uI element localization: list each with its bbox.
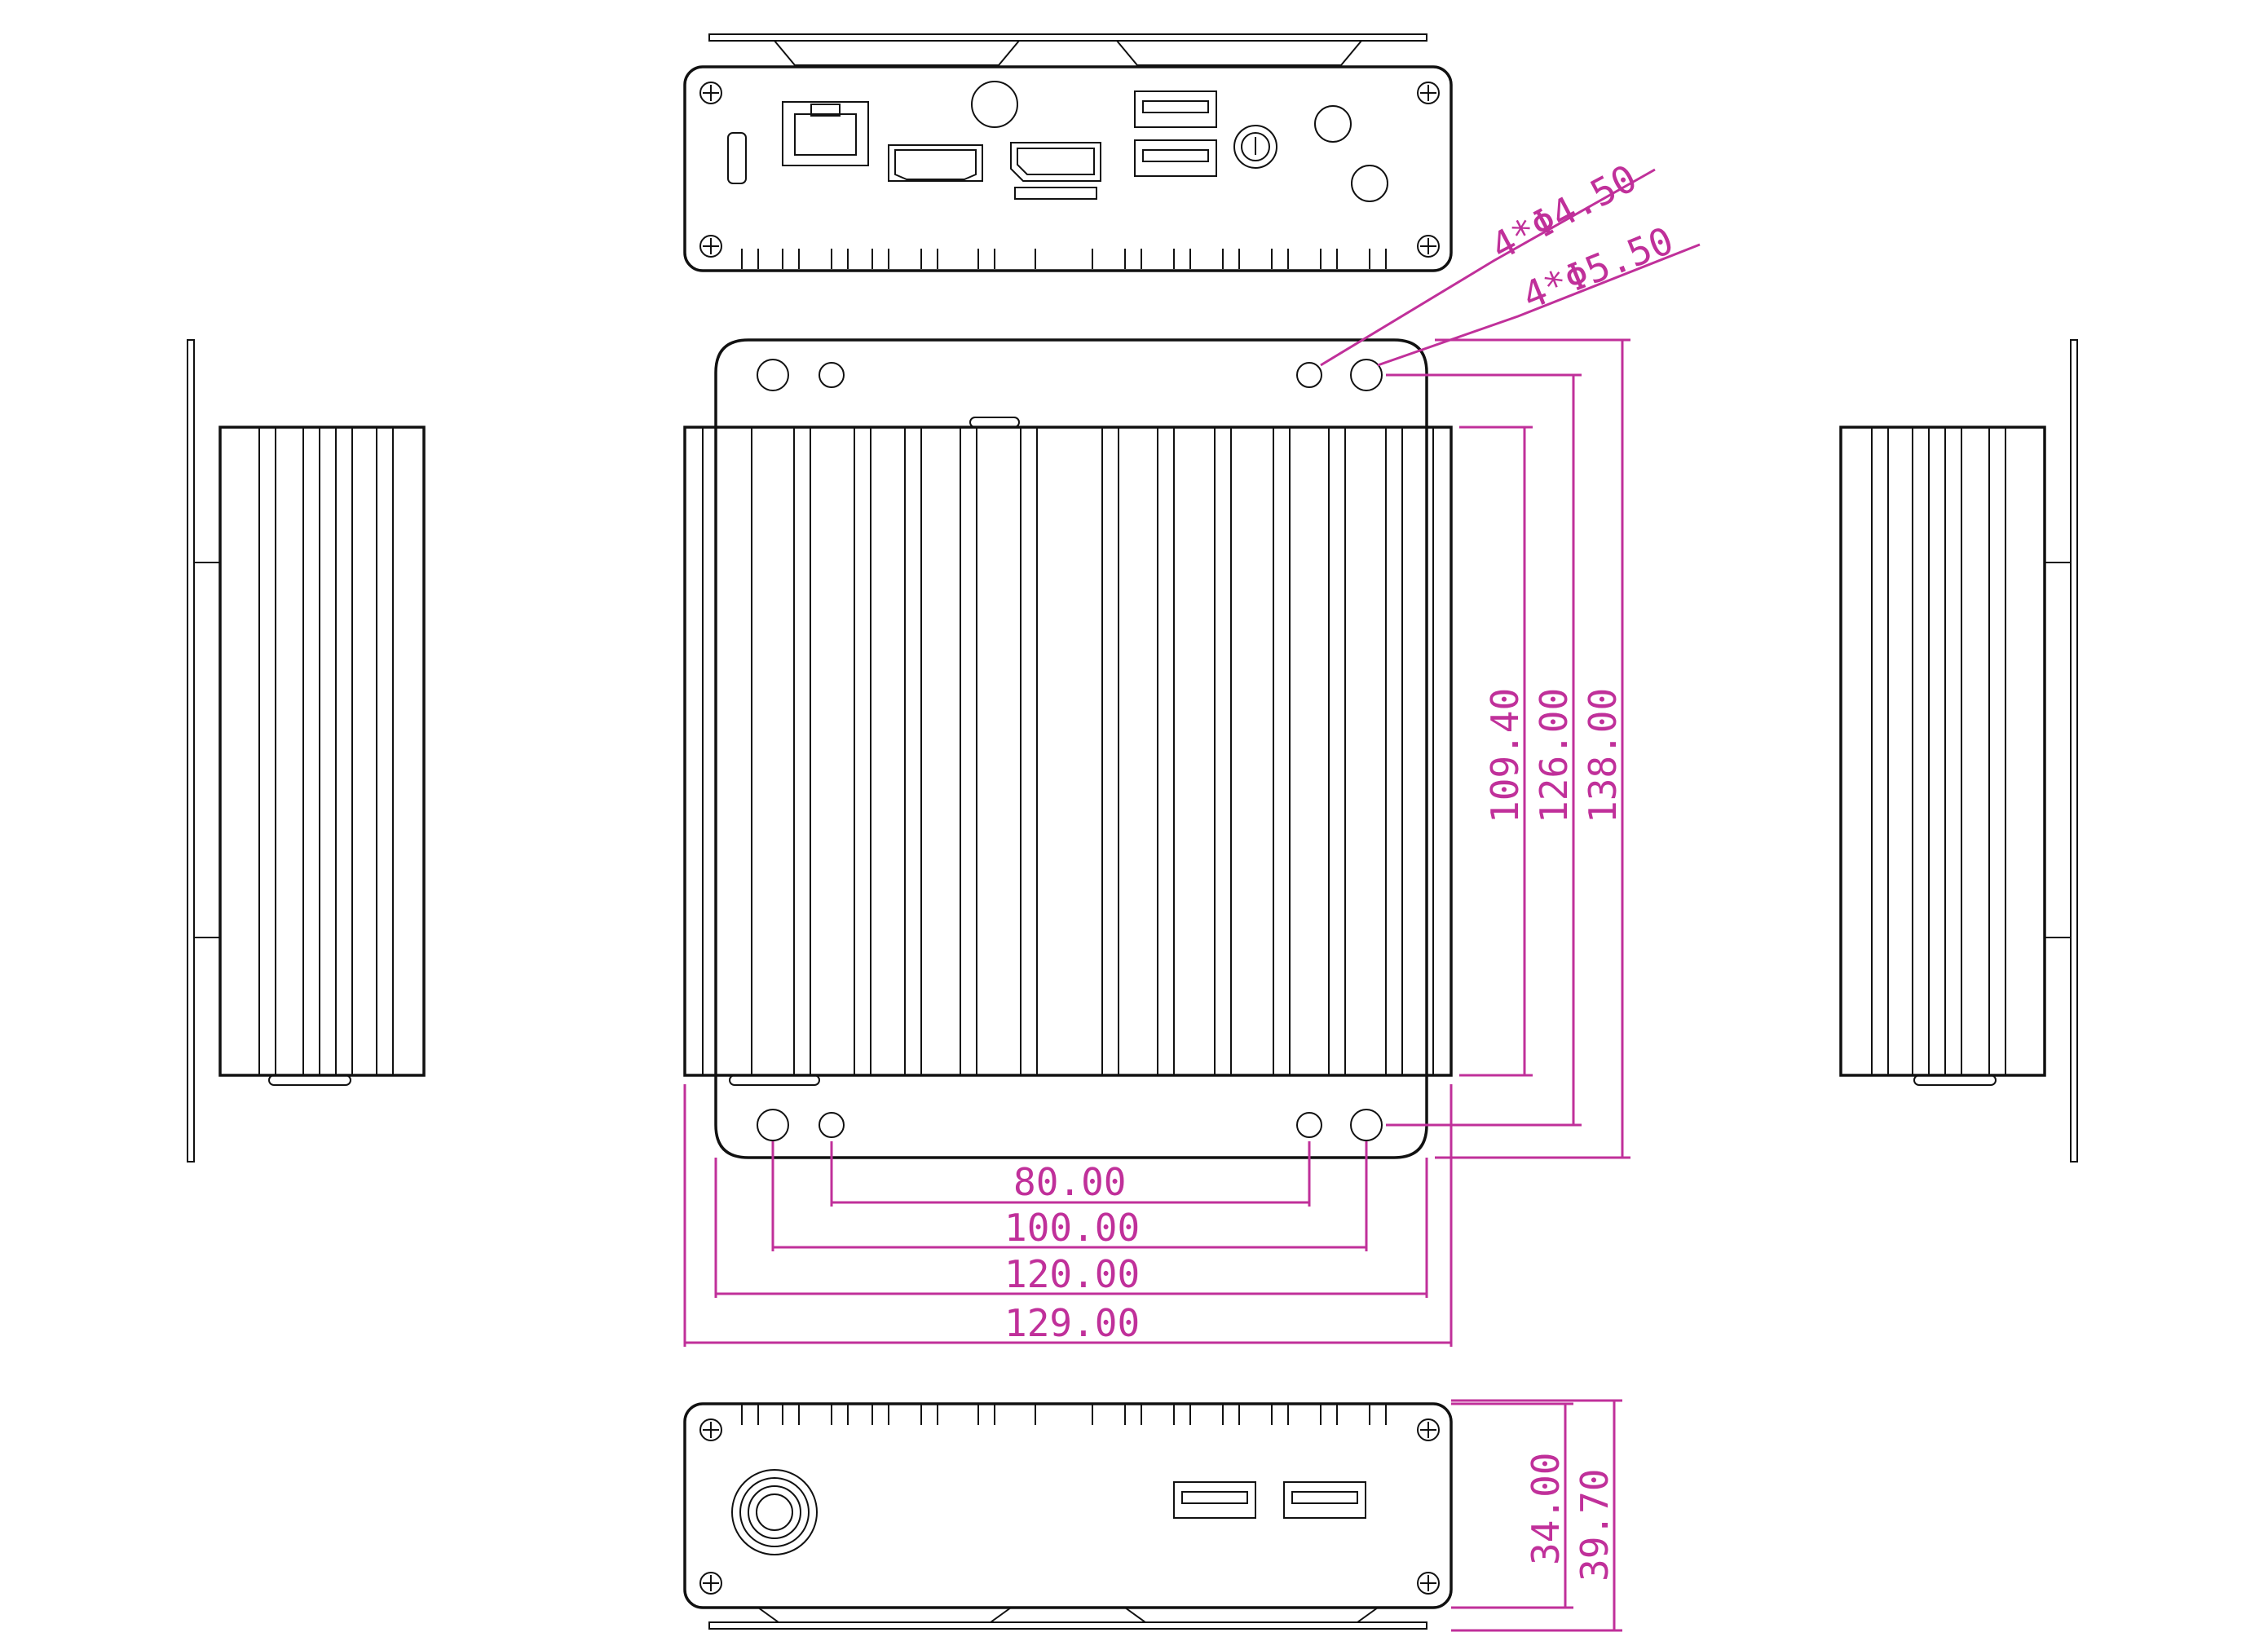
hdmi-port-icon [888,144,983,182]
rear-panel-outline [683,1402,1453,1609]
dim-width-plate: 120.00 [1004,1252,1140,1296]
antenna-hole-icon [1351,165,1388,202]
dim-height-total: 138.00 [1581,688,1625,823]
dc-power-jack-icon [731,1469,818,1555]
screw-icon [699,82,1440,258]
front-io-view [683,33,1453,272]
led-indicator-icon [971,81,1018,128]
sd-card-slot-icon [1014,187,1097,200]
dim-height-fins: 109.40 [1483,688,1527,823]
dim-depth-body: 34.00 [1524,1453,1568,1565]
fin-profile [741,249,1387,269]
front-panel-outline [683,65,1453,272]
power-button-icon [1233,125,1277,169]
usb-c-port-icon [727,132,747,184]
ethernet-port-icon [782,101,869,166]
screw-icon [699,1418,1440,1595]
dim-depth-total: 39.70 [1573,1469,1617,1582]
plan-view [683,338,1453,1159]
mounting-hole-icon [757,359,1383,1141]
rear-panel-view [683,1402,1453,1630]
dim-width-holes-inner: 80.00 [1013,1160,1126,1204]
enclosure-outline [683,426,1453,1077]
displayport-icon [1010,142,1101,182]
right-side-view [1839,339,2078,1162]
dimension-lines: 4*Φ4.50 4*Φ5.50 109.40 126.00 138.00 80.… [683,156,1701,1632]
dim-width-total: 129.00 [1004,1301,1140,1345]
left-side-view [187,339,426,1162]
usb-port-icon [1134,90,1217,177]
mounting-plate-outline [714,338,1428,1159]
usb-port-icon [1173,1481,1366,1519]
heatsink-fins [702,427,1434,1075]
dim-width-holes-outer: 100.00 [1004,1206,1140,1250]
dim-height-holes: 126.00 [1532,688,1576,823]
antenna-hole-icon [1314,105,1352,143]
